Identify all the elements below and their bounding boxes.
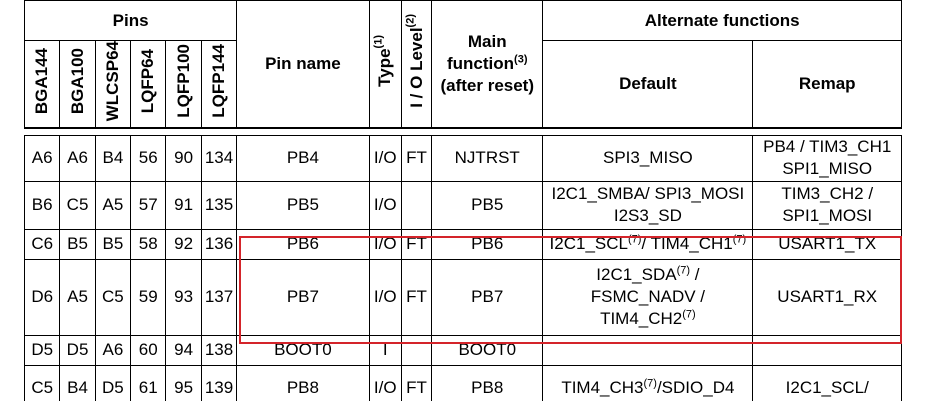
cell-default: TIM4_CH3(7)/SDIO_D4 bbox=[542, 364, 754, 401]
cell-type: I bbox=[368, 334, 402, 366]
cell-lqfp144: 139 bbox=[200, 364, 238, 401]
cell-default: SPI3_MISO bbox=[542, 134, 754, 182]
table-row: D5 D5 A6 60 94 138 BOOT0 I BOOT0 bbox=[23, 334, 902, 366]
cell-type: I/O bbox=[368, 228, 402, 260]
table-row: C5 B4 D5 61 95 139 PB8 I/O FT PB8 TIM4_C… bbox=[23, 364, 902, 401]
cell-type: I/O bbox=[368, 180, 402, 230]
pin-name-header: Pin name bbox=[236, 0, 370, 129]
cell-default bbox=[542, 334, 754, 366]
cell-remap: TIM3_CH2 /SPI1_MOSI bbox=[752, 180, 902, 230]
cell-main-function: NJTRST bbox=[431, 134, 544, 182]
col-lqfp64: LQFP64 bbox=[130, 40, 167, 129]
col-lqfp100: LQFP100 bbox=[165, 40, 202, 129]
cell-wlcsp64: B4 bbox=[94, 134, 132, 182]
table-row: D6 A5 C5 59 93 137 PB7 I/O FT PB7 I2C1_S… bbox=[23, 258, 902, 336]
cell-lqfp144: 136 bbox=[200, 228, 238, 260]
remap-header: Remap bbox=[752, 40, 902, 129]
cell-bga100: C5 bbox=[59, 180, 96, 230]
pins-header: Pins bbox=[23, 0, 238, 41]
cell-remap bbox=[752, 334, 902, 366]
cell-bga100: B5 bbox=[59, 228, 96, 260]
cell-wlcsp64: A5 bbox=[94, 180, 132, 230]
type-header: Type(1) bbox=[368, 0, 402, 129]
cell-pin-name: PB6 bbox=[236, 228, 370, 260]
cell-lqfp64: 60 bbox=[130, 334, 167, 366]
cell-lqfp100: 90 bbox=[165, 134, 202, 182]
cell-bga100: B4 bbox=[59, 364, 96, 401]
cell-bga144: A6 bbox=[23, 134, 61, 182]
cell-lqfp100: 95 bbox=[165, 364, 202, 401]
cell-wlcsp64: B5 bbox=[94, 228, 132, 260]
pinout-table: Pins Pin name Type(1) I / O Level(2) Mai… bbox=[23, 0, 902, 401]
cell-io-level bbox=[400, 334, 433, 366]
alternate-functions-header: Alternate functions bbox=[542, 0, 902, 41]
cell-default: I2C1_SCL(7)/ TIM4_CH1(7) bbox=[542, 228, 754, 260]
cell-lqfp144: 134 bbox=[200, 134, 238, 182]
cell-main-function: PB7 bbox=[431, 258, 544, 336]
cell-pin-name: PB7 bbox=[236, 258, 370, 336]
cell-bga144: C5 bbox=[23, 364, 61, 401]
cell-lqfp64: 57 bbox=[130, 180, 167, 230]
cell-remap: I2C1_SCL/ bbox=[752, 364, 902, 401]
cell-main-function: PB8 bbox=[431, 364, 544, 401]
cell-bga144: B6 bbox=[23, 180, 61, 230]
cell-io-level bbox=[400, 180, 433, 230]
cell-lqfp64: 56 bbox=[130, 134, 167, 182]
cell-io-level: FT bbox=[400, 364, 433, 401]
col-wlcsp64: WLCSP64 bbox=[94, 40, 132, 129]
cell-main-function: PB5 bbox=[431, 180, 544, 230]
table-row: B6 C5 A5 57 91 135 PB5 I/O PB5 I2C1_SMBA… bbox=[23, 180, 902, 230]
cell-type: I/O bbox=[368, 258, 402, 336]
col-lqfp144: LQFP144 bbox=[200, 40, 238, 129]
cell-wlcsp64: C5 bbox=[94, 258, 132, 336]
default-header: Default bbox=[542, 40, 754, 129]
cell-bga100: A5 bbox=[59, 258, 96, 336]
cell-lqfp100: 94 bbox=[165, 334, 202, 366]
cell-lqfp144: 137 bbox=[200, 258, 238, 336]
cell-wlcsp64: D5 bbox=[94, 364, 132, 401]
cell-bga144: D5 bbox=[23, 334, 61, 366]
cell-pin-name: BOOT0 bbox=[236, 334, 370, 366]
cell-remap: USART1_TX bbox=[752, 228, 902, 260]
cell-io-level: FT bbox=[400, 258, 433, 336]
cell-main-function: PB6 bbox=[431, 228, 544, 260]
cell-lqfp100: 91 bbox=[165, 180, 202, 230]
table-row: C6 B5 B5 58 92 136 PB6 I/O FT PB6 I2C1_S… bbox=[23, 228, 902, 260]
cell-main-function: BOOT0 bbox=[431, 334, 544, 366]
cell-bga100: D5 bbox=[59, 334, 96, 366]
cell-lqfp100: 92 bbox=[165, 228, 202, 260]
cell-lqfp100: 93 bbox=[165, 258, 202, 336]
col-bga100: BGA100 bbox=[59, 40, 96, 129]
io-level-header: I / O Level(2) bbox=[400, 0, 433, 129]
cell-lqfp144: 138 bbox=[200, 334, 238, 366]
cell-bga144: D6 bbox=[23, 258, 61, 336]
cell-bga100: A6 bbox=[59, 134, 96, 182]
header-separator bbox=[24, 127, 902, 136]
cell-pin-name: PB4 bbox=[236, 134, 370, 182]
cell-lqfp64: 58 bbox=[130, 228, 167, 260]
main-function-header: Main function(3) (after reset) bbox=[431, 0, 544, 129]
cell-type: I/O bbox=[368, 364, 402, 401]
cell-io-level: FT bbox=[400, 134, 433, 182]
cell-lqfp64: 61 bbox=[130, 364, 167, 401]
cell-default: I2C1_SDA(7) / FSMC_NADV / TIM4_CH2(7) bbox=[542, 258, 754, 336]
col-bga144: BGA144 bbox=[23, 40, 61, 129]
cell-pin-name: PB8 bbox=[236, 364, 370, 401]
cell-lqfp144: 135 bbox=[200, 180, 238, 230]
cell-type: I/O bbox=[368, 134, 402, 182]
cell-io-level: FT bbox=[400, 228, 433, 260]
cell-wlcsp64: A6 bbox=[94, 334, 132, 366]
cell-bga144: C6 bbox=[23, 228, 61, 260]
cell-remap: USART1_RX bbox=[752, 258, 902, 336]
cell-pin-name: PB5 bbox=[236, 180, 370, 230]
cell-lqfp64: 59 bbox=[130, 258, 167, 336]
table-row: A6 A6 B4 56 90 134 PB4 I/O FT NJTRST SPI… bbox=[23, 134, 902, 182]
